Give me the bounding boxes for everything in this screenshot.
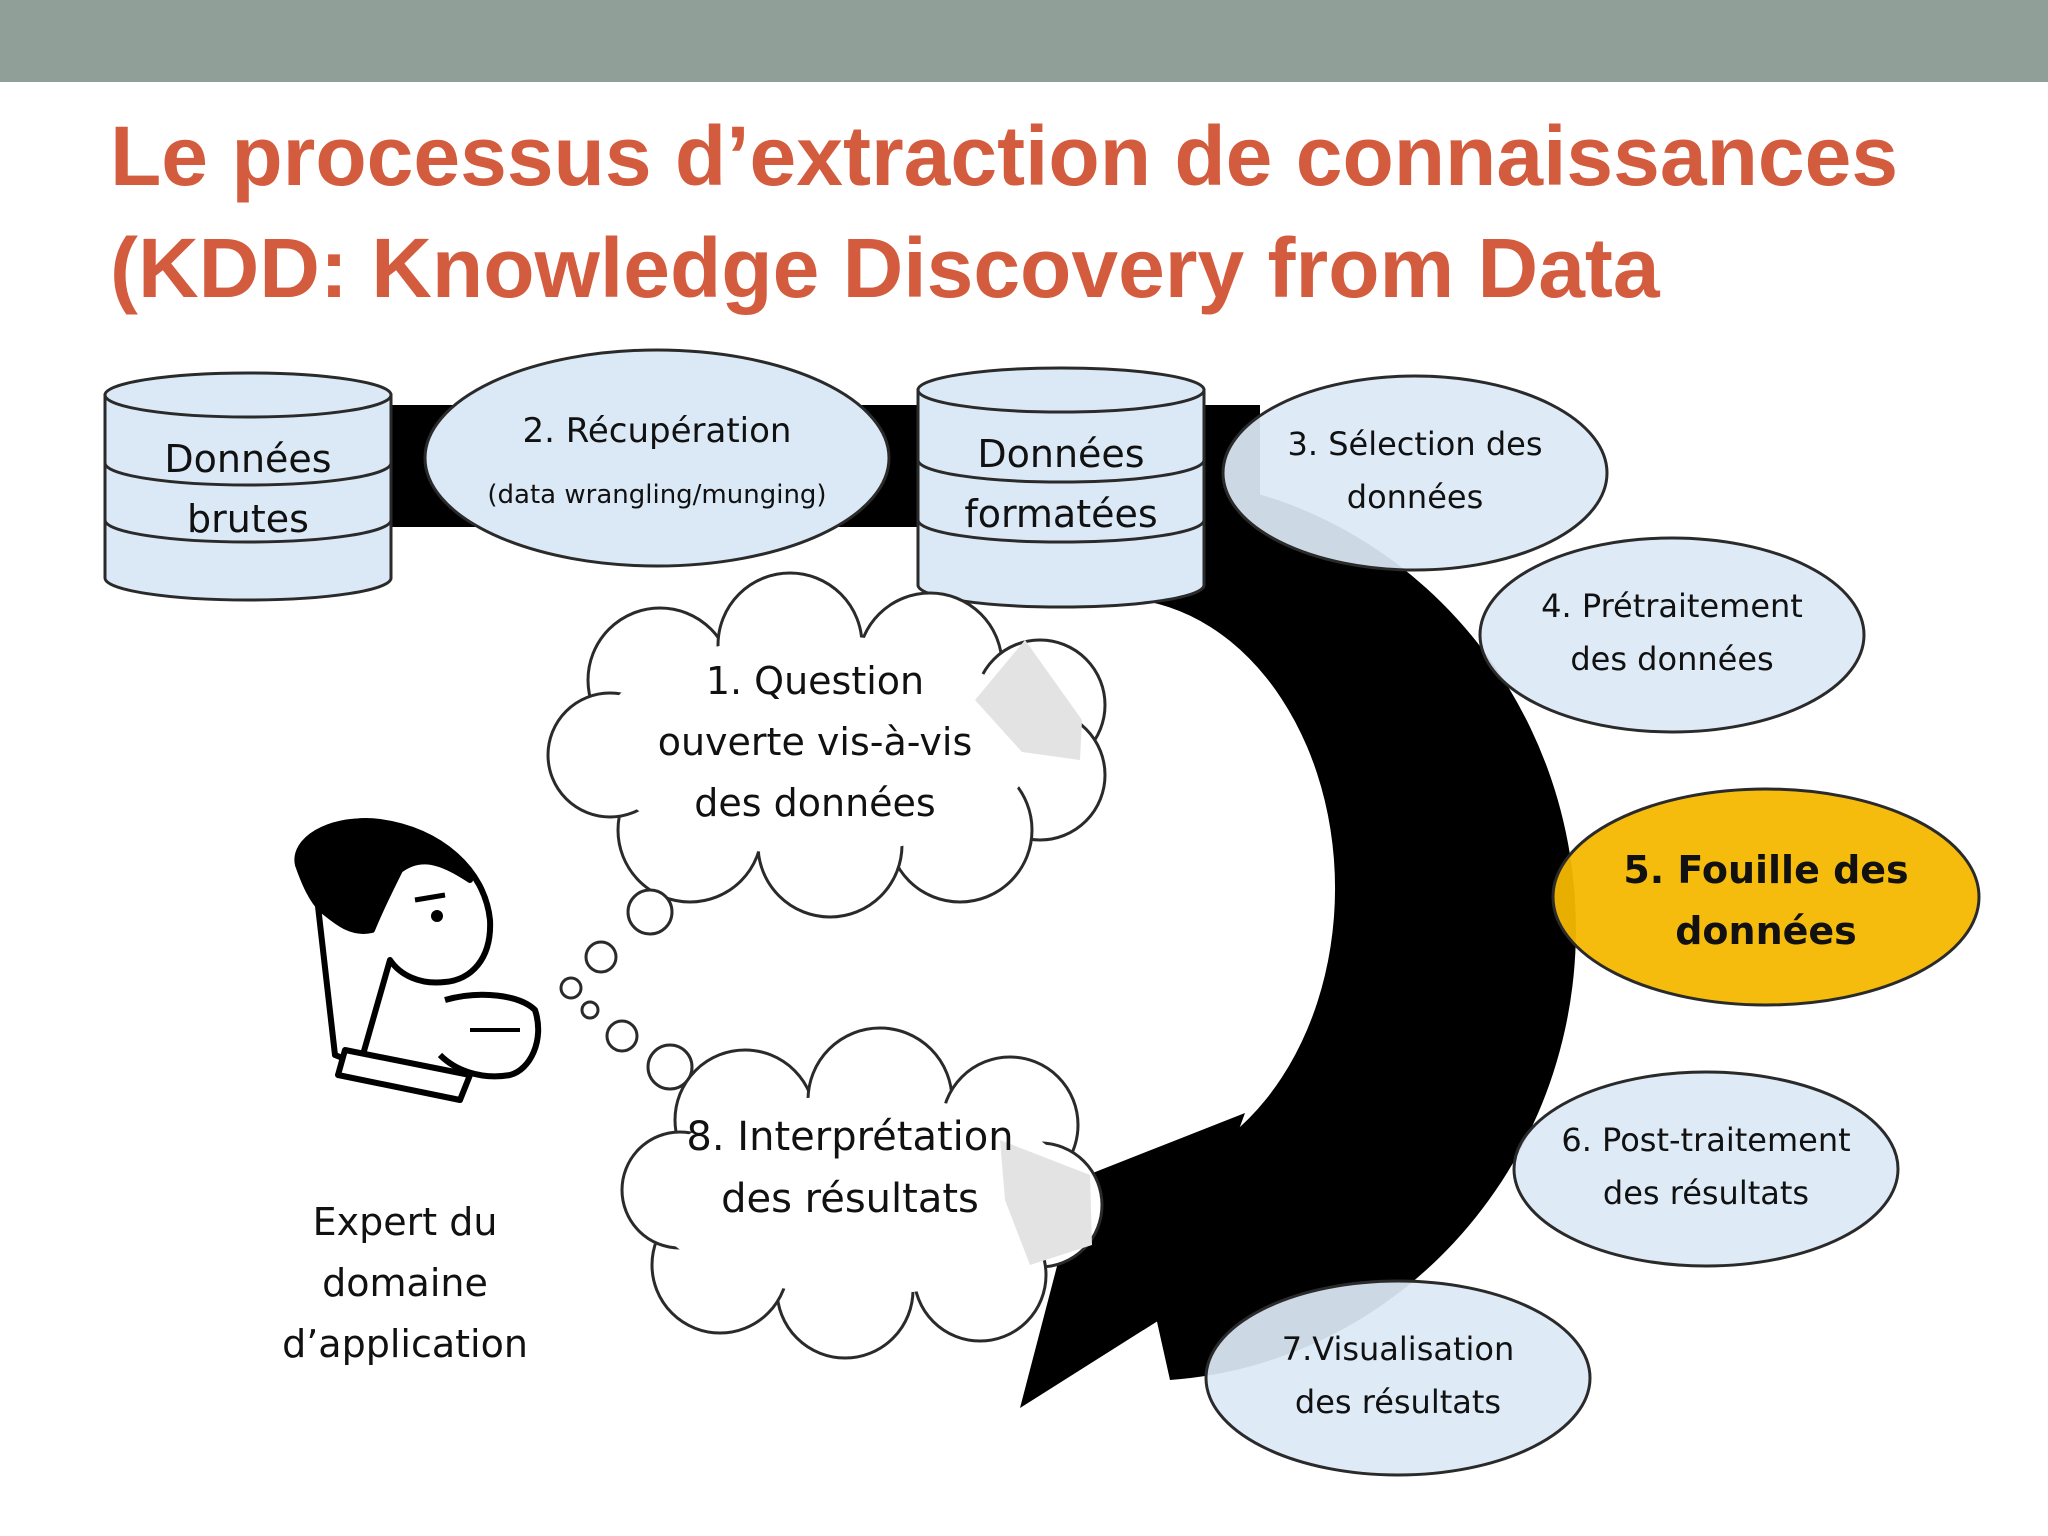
step-7-ellipse: 7.Visualisation des résultats: [1204, 1279, 1592, 1477]
step-8-thought-cloud: 8. Interprétation des résultats: [620, 1026, 1104, 1360]
step-6-label-line-2: des résultats: [1603, 1174, 1809, 1212]
thought-bubbles-lower: [580, 1000, 694, 1091]
expert-label-line-3: d’application: [282, 1322, 528, 1366]
domain-expert-figure: [294, 818, 542, 1103]
formatted-data-label-line-1: Données: [977, 432, 1144, 476]
step-3-ellipse: 3. Sélection des données: [1221, 374, 1609, 572]
step-1-label-line-1: 1. Question: [706, 659, 924, 703]
formatted-data-cylinder: Données formatées: [916, 366, 1206, 609]
step-7-label-line-2: des résultats: [1295, 1383, 1501, 1421]
step-3-label-line-2: données: [1347, 478, 1484, 516]
slide-title-line-2: (KDD: Knowledge Discovery from Data: [110, 221, 1660, 315]
step-1-thought-cloud: 1. Question ouverte vis-à-vis des donnée…: [546, 571, 1107, 919]
step-3-label-line-1: 3. Sélection des: [1287, 425, 1542, 463]
step-4-ellipse: 4. Prétraitement des données: [1478, 536, 1866, 734]
thought-bubbles-upper: [559, 888, 674, 1000]
step-2-label-line-2: (data wrangling/munging): [487, 480, 826, 510]
expert-label-line-2: domaine: [322, 1261, 488, 1305]
step-8-label-line-2: des résultats: [721, 1176, 979, 1222]
step-6-label-line-1: 6. Post-traitement: [1561, 1121, 1850, 1159]
step-1-label-line-2: ouverte vis-à-vis: [658, 720, 973, 764]
formatted-data-label-line-2: formatées: [964, 492, 1157, 536]
cycle-arrow-head: [1020, 1113, 1245, 1408]
step-1-label-line-3: des données: [694, 781, 935, 825]
step-8-label-line-1: 8. Interprétation: [686, 1114, 1013, 1160]
expert-label-line-1: Expert du: [313, 1200, 498, 1244]
step-4-label-line-1: 4. Prétraitement: [1541, 587, 1803, 625]
slide-title-line-1: Le processus d’extraction de connaissanc…: [110, 109, 1899, 203]
step-5-ellipse: 5. Fouille des données: [1551, 787, 1981, 1007]
step-4-label-line-2: des données: [1570, 640, 1773, 678]
step-2-label-line-1: 2. Récupération: [523, 411, 792, 451]
raw-data-cylinder: Données brutes: [103, 371, 393, 602]
step-6-ellipse: 6. Post-traitement des résultats: [1512, 1070, 1900, 1268]
expert-label: Expert du domaine d’application: [282, 1200, 528, 1366]
raw-data-label-line-1: Données: [164, 437, 331, 481]
step-5-label-line-2: données: [1675, 909, 1857, 953]
slide-title: Le processus d’extraction de connaissanc…: [110, 100, 2010, 324]
raw-data-label-line-2: brutes: [187, 497, 309, 541]
step-5-label-line-1: 5. Fouille des: [1623, 848, 1908, 892]
step-2-ellipse: 2. Récupération (data wrangling/munging): [423, 348, 891, 568]
top-bar: [0, 0, 2048, 82]
step-7-label-line-1: 7.Visualisation: [1282, 1330, 1515, 1368]
